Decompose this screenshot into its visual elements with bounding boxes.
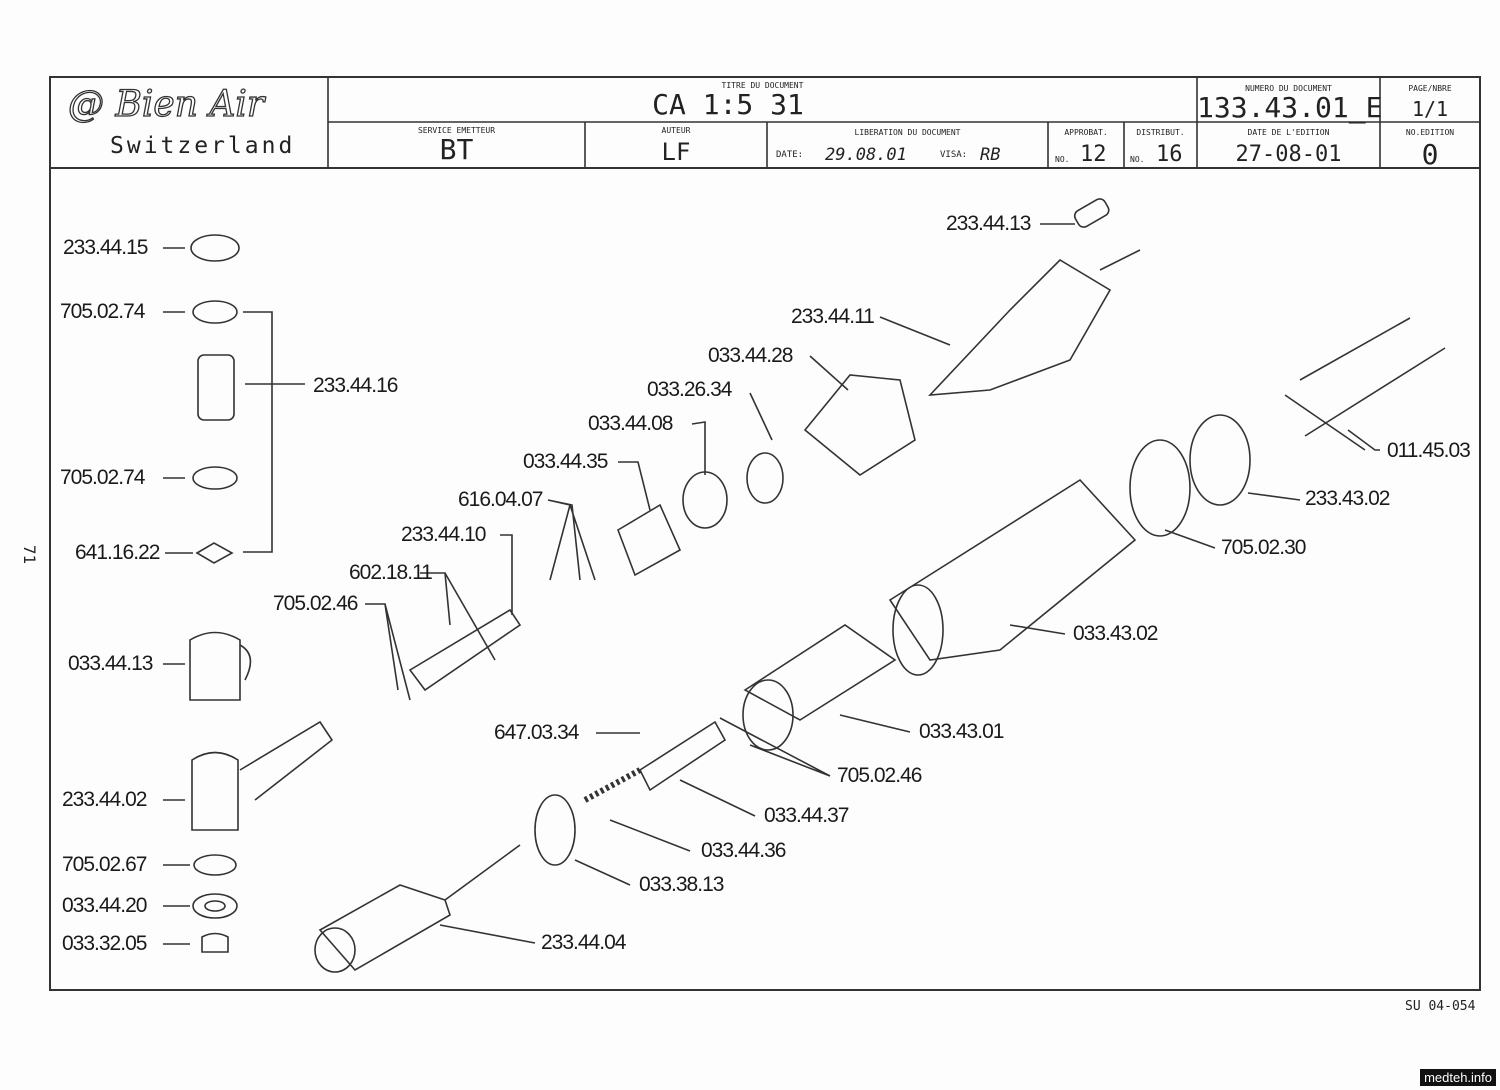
distrib-no-label: NO. (1130, 155, 1145, 164)
part-label: 033.43.01 (919, 720, 1004, 743)
country: Switzerland (110, 133, 296, 159)
page-caption: PAGE/NBRE (1408, 84, 1452, 93)
distrib-caption: DISTRIBUT. (1136, 128, 1185, 137)
part-label: 705.02.46 (837, 764, 922, 787)
edition-caption: NO.EDITION (1405, 128, 1455, 137)
watermark: medteh.info (1420, 1069, 1496, 1086)
part-label: 705.02.67 (62, 853, 147, 876)
edition: 0 (1421, 138, 1439, 171)
part-label: 641.16.22 (75, 541, 160, 564)
page-number: 1/1 (1411, 97, 1449, 121)
distrib: 16 (1156, 142, 1183, 167)
author: LF (661, 138, 691, 166)
part-label: 033.43.02 (1073, 622, 1158, 645)
release-date: 29.08.01 (825, 145, 907, 165)
part-label: 647.03.34 (494, 721, 579, 744)
part-label: 033.44.20 (62, 894, 147, 917)
part-label: 705.02.46 (273, 592, 358, 615)
part-label: 033.44.35 (523, 450, 608, 473)
doc-number-caption: NUMERO DU DOCUMENT (1245, 84, 1332, 93)
approb: 12 (1080, 142, 1107, 167)
visa-label: VISA: (940, 150, 968, 160)
part-label: 033.32.05 (62, 932, 147, 955)
part-label: 233.44.04 (541, 931, 626, 954)
part-label: 233.44.11 (791, 305, 875, 328)
visa: RB (980, 145, 1001, 165)
part-label: 033.44.37 (764, 804, 849, 827)
part-label: 233.44.02 (62, 788, 147, 811)
part-label: 233.44.15 (63, 236, 148, 259)
part-label: 233.43.02 (1305, 487, 1390, 510)
part-label: 705.02.74 (60, 466, 145, 489)
service: BT (439, 133, 474, 166)
part-label: 033.44.36 (701, 839, 786, 862)
part-label: 033.44.08 (588, 412, 673, 435)
bien-air-logo: @ Bien Air (67, 83, 265, 125)
edition-date-caption: DATE DE L'EDITION (1247, 128, 1330, 137)
approb-no-label: NO. (1055, 155, 1070, 164)
footer-code: SU 04-054 (1405, 999, 1476, 1014)
doc-title: CA 1:5 31 (652, 88, 804, 121)
approb-caption: APPROBAT. (1064, 128, 1108, 137)
part-label: 033.26.34 (647, 378, 732, 401)
part-label: 033.44.13 (68, 652, 153, 675)
part-label: 233.44.16 (313, 374, 398, 397)
margin-number: 71 (20, 544, 40, 565)
date-label: DATE: (776, 150, 804, 160)
part-label: 705.02.30 (1221, 536, 1306, 559)
edition-date: 27-08-01 (1235, 142, 1342, 167)
part-label: 011.45.03 (1387, 439, 1471, 462)
doc-title-caption: TITRE DU DOCUMENT (721, 81, 804, 90)
part-label: 033.38.13 (639, 873, 724, 896)
part-label: 705.02.74 (60, 300, 145, 323)
author-caption: AUTEUR (661, 126, 691, 135)
release-caption: LIBERATION DU DOCUMENT (854, 128, 961, 137)
service-caption: SERVICE EMETTEUR (417, 126, 496, 135)
part-label: 233.44.13 (946, 212, 1031, 235)
part-label: 616.04.07 (458, 488, 543, 511)
part-label: 602.18.11 (349, 561, 433, 584)
part-label: 033.44.28 (708, 344, 793, 367)
part-label: 233.44.10 (401, 523, 486, 546)
doc-number: 133.43.01_E (1197, 91, 1383, 124)
